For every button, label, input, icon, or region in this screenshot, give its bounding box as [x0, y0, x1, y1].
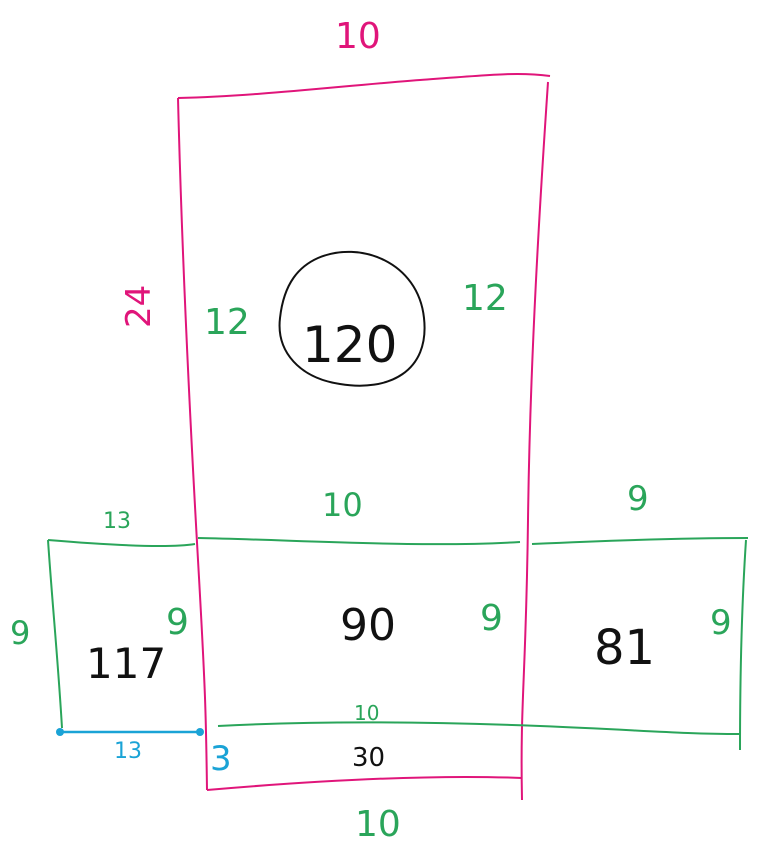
left-block-left-edge [47, 539, 63, 729]
right-block-right-edge [739, 539, 747, 751]
label-top-block-left-side: 12 [204, 302, 250, 343]
label-bottom-block-area: 30 [352, 743, 385, 773]
label-center-block-area: 90 [340, 600, 396, 651]
tall-rectangle-left-edge [177, 97, 208, 791]
label-middle-row-center-width: 10 [322, 486, 363, 524]
label-tall-bottom-width: 10 [355, 804, 401, 843]
label-tall-height: 24 [119, 285, 159, 328]
label-right-block-area: 81 [594, 620, 655, 676]
tall-rectangle-bottom-edge [206, 775, 523, 791]
label-tall-top-width: 10 [335, 16, 381, 57]
label-left-block-inner-height: 9 [166, 602, 189, 643]
middle-row-top-edge [47, 537, 749, 548]
label-left-block-height: 9 [10, 614, 30, 652]
label-bottom-block-height: 3 [210, 739, 232, 779]
label-measure-13: 13 [114, 739, 142, 764]
label-center-block-right-height: 9 [480, 598, 503, 639]
label-middle-row-right-width: 9 [627, 479, 649, 519]
label-left-block-area: 117 [86, 639, 166, 688]
label-bottom-inner-width: 10 [354, 701, 379, 725]
label-middle-row-left-width: 13 [103, 509, 131, 534]
middle-row-bottom-edge [217, 721, 741, 735]
tall-rectangle-top-edge [177, 72, 551, 99]
label-top-block-right-side: 12 [462, 278, 508, 319]
label-right-block-height: 9 [710, 603, 732, 643]
label-top-block-area: 120 [302, 316, 397, 374]
blue-measure-endpoint-right [196, 728, 204, 736]
tall-rectangle-right-edge [520, 81, 549, 801]
circle-around-120 [278, 250, 426, 387]
blue-measure-endpoint-left [56, 728, 64, 736]
